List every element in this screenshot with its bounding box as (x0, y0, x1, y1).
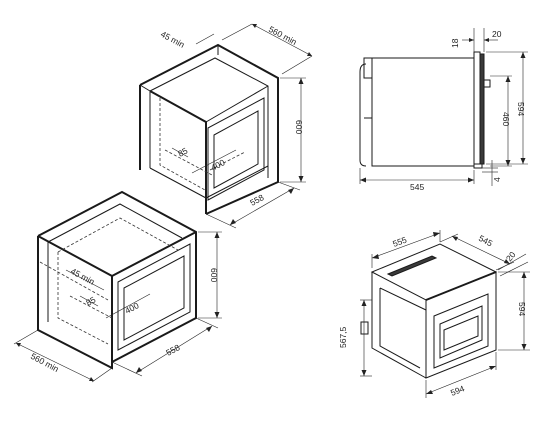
dim-lower-560min: 560 min (13, 329, 113, 383)
dim-lower-558: 558 (111, 317, 219, 377)
dim-label: 594 (516, 102, 526, 116)
dim-side-20: 20 (483, 28, 502, 52)
dim-label: 18 (450, 38, 460, 48)
dim-lower-600: 600 (198, 231, 222, 319)
upper-cabinet-niche (139, 43, 279, 215)
dim-label: 600 (294, 120, 304, 134)
dim-side-594: 594 (486, 51, 528, 165)
dim-upper-85: 85 (171, 145, 190, 159)
dim-iso-594-bottom: 594 (425, 352, 497, 398)
lower-cabinet-niche (37, 190, 197, 370)
dim-iso-545: 545 (439, 233, 515, 271)
dim-label: 545 (477, 233, 494, 249)
dim-label: 567,5 (338, 326, 348, 348)
dim-upper-560min: 560 min (221, 23, 313, 75)
dim-side-18: 18 (450, 28, 475, 52)
dim-label: 20 (492, 29, 502, 39)
dim-upper-45min: 45 min (159, 29, 215, 50)
dim-label: 558 (164, 342, 181, 358)
dim-label: 600 (209, 268, 219, 282)
dim-label: 4 (492, 177, 502, 182)
dim-label: 400 (209, 157, 226, 173)
dim-iso-555: 555 (371, 230, 441, 268)
dim-label: 545 (410, 182, 424, 192)
dim-label: 85 (176, 145, 189, 158)
dim-label: 85 (84, 294, 97, 307)
dim-label: 594 (517, 302, 527, 316)
dim-lower-85: 85 (79, 294, 99, 308)
dim-label: 45 min (159, 29, 186, 50)
dim-label: 560 min (267, 24, 299, 47)
oven-isometric-view (360, 243, 498, 379)
dim-side-4: 4 (482, 160, 502, 186)
oven-side-view (359, 51, 491, 169)
dim-side-545: 545 (359, 168, 475, 192)
dim-label: 560 min (29, 351, 61, 374)
dim-label: 460 (501, 112, 511, 126)
dim-iso-567-5: 567,5 (338, 299, 372, 377)
dim-side-460: 460 (490, 75, 512, 167)
dim-upper-558: 558 (205, 181, 301, 229)
dim-iso-594-right: 594 (498, 271, 530, 351)
dim-label: 594 (449, 383, 466, 398)
dim-label: 555 (391, 235, 408, 249)
dim-upper-600: 600 (280, 77, 306, 183)
dim-label: 400 (123, 300, 140, 316)
dim-label: 45 min (69, 266, 96, 287)
